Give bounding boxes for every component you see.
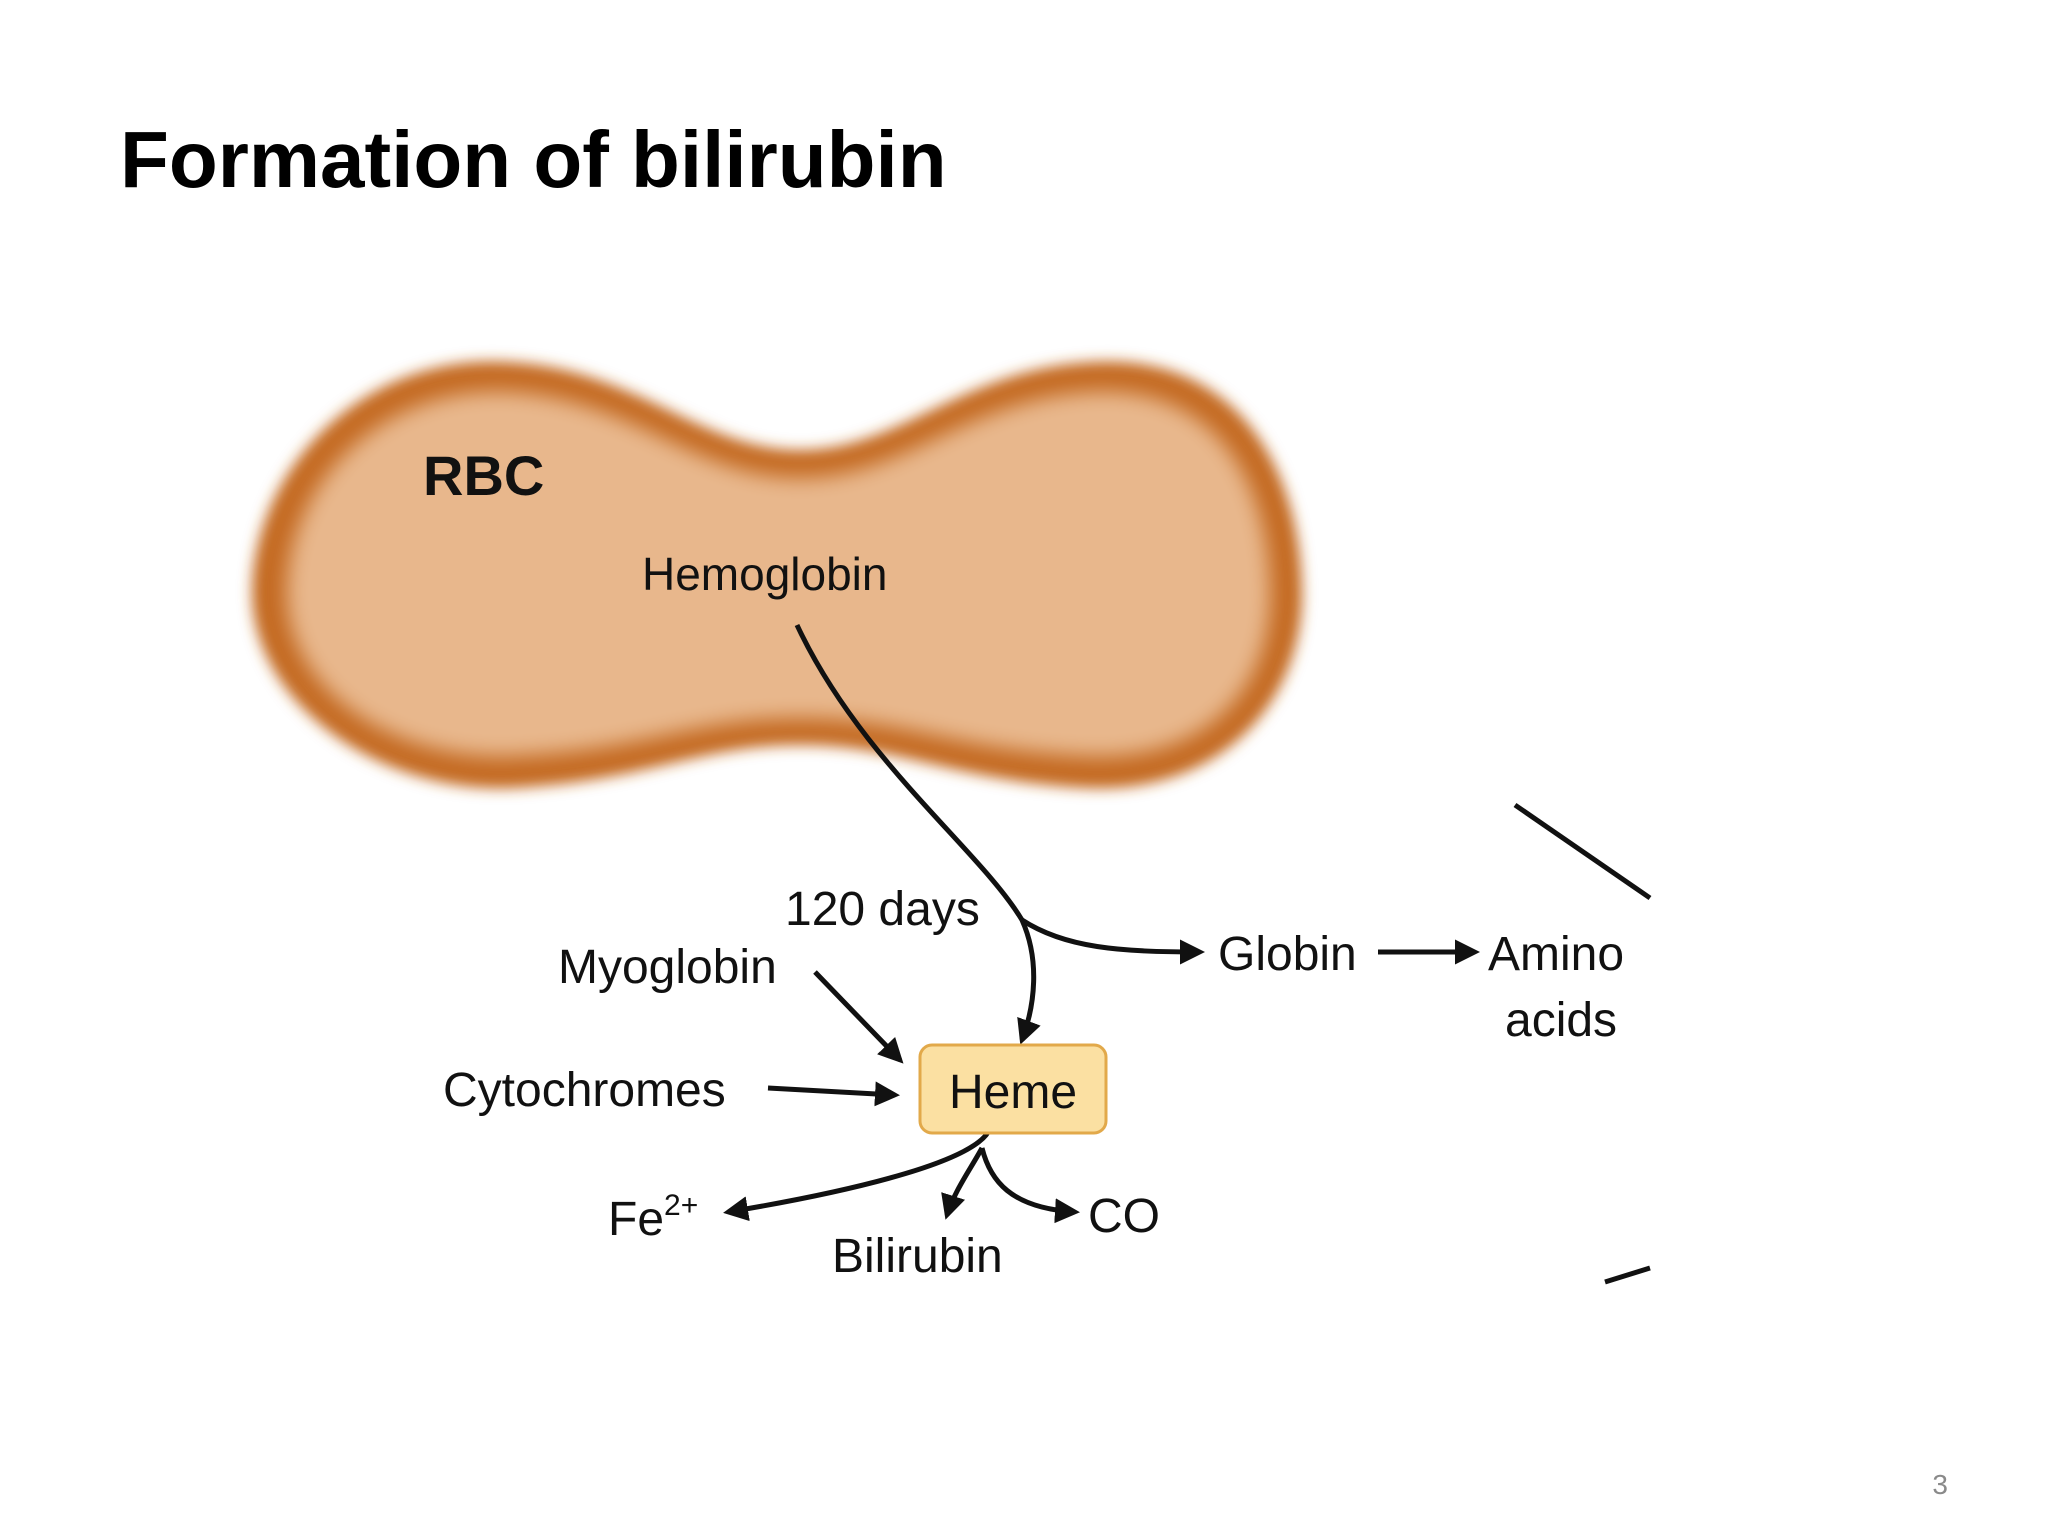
slide-title: Formation of bilirubin xyxy=(120,115,947,204)
arrow-heme-to-iron xyxy=(723,1126,993,1222)
arrow-hemoglobin-to-heme xyxy=(794,623,1041,1045)
iron-ion-label: Fe2+ xyxy=(608,1189,698,1246)
heme-box xyxy=(918,1043,1108,1135)
cropped-line-lower xyxy=(1604,1265,1651,1285)
heme-label: Heme xyxy=(949,1066,1077,1119)
arrow-heme-to-bilirubin xyxy=(941,1146,985,1220)
arrow-cytochromes-to-heme xyxy=(767,1081,900,1107)
bilirubin-label: Bilirubin xyxy=(832,1230,1003,1283)
carbon-monoxide-label: CO xyxy=(1088,1190,1160,1243)
arrow-heme-to-co xyxy=(979,1147,1080,1224)
arrow-to-globin xyxy=(1020,917,1205,965)
amino-acids-label-line2: acids xyxy=(1505,994,1617,1047)
lifespan-label: 120 days xyxy=(785,883,980,936)
iron-charge: 2+ xyxy=(664,1189,698,1222)
rbc-cell-body xyxy=(286,391,1271,757)
amino-acids-label-line1: Amino xyxy=(1488,928,1624,981)
arrow-myoglobin-to-heme xyxy=(813,970,904,1064)
diagram-arrows xyxy=(723,623,1652,1285)
hemoglobin-label: Hemoglobin xyxy=(642,548,887,600)
slide-number: 3 xyxy=(1932,1469,1948,1500)
cytochromes-label: Cytochromes xyxy=(443,1064,726,1117)
globin-label: Globin xyxy=(1218,928,1357,981)
rbc-label: RBC xyxy=(423,444,544,507)
rbc-cell xyxy=(251,361,1303,789)
myoglobin-label: Myoglobin xyxy=(558,941,777,994)
cropped-line-upper xyxy=(1513,802,1652,901)
iron-symbol: Fe xyxy=(608,1193,664,1246)
